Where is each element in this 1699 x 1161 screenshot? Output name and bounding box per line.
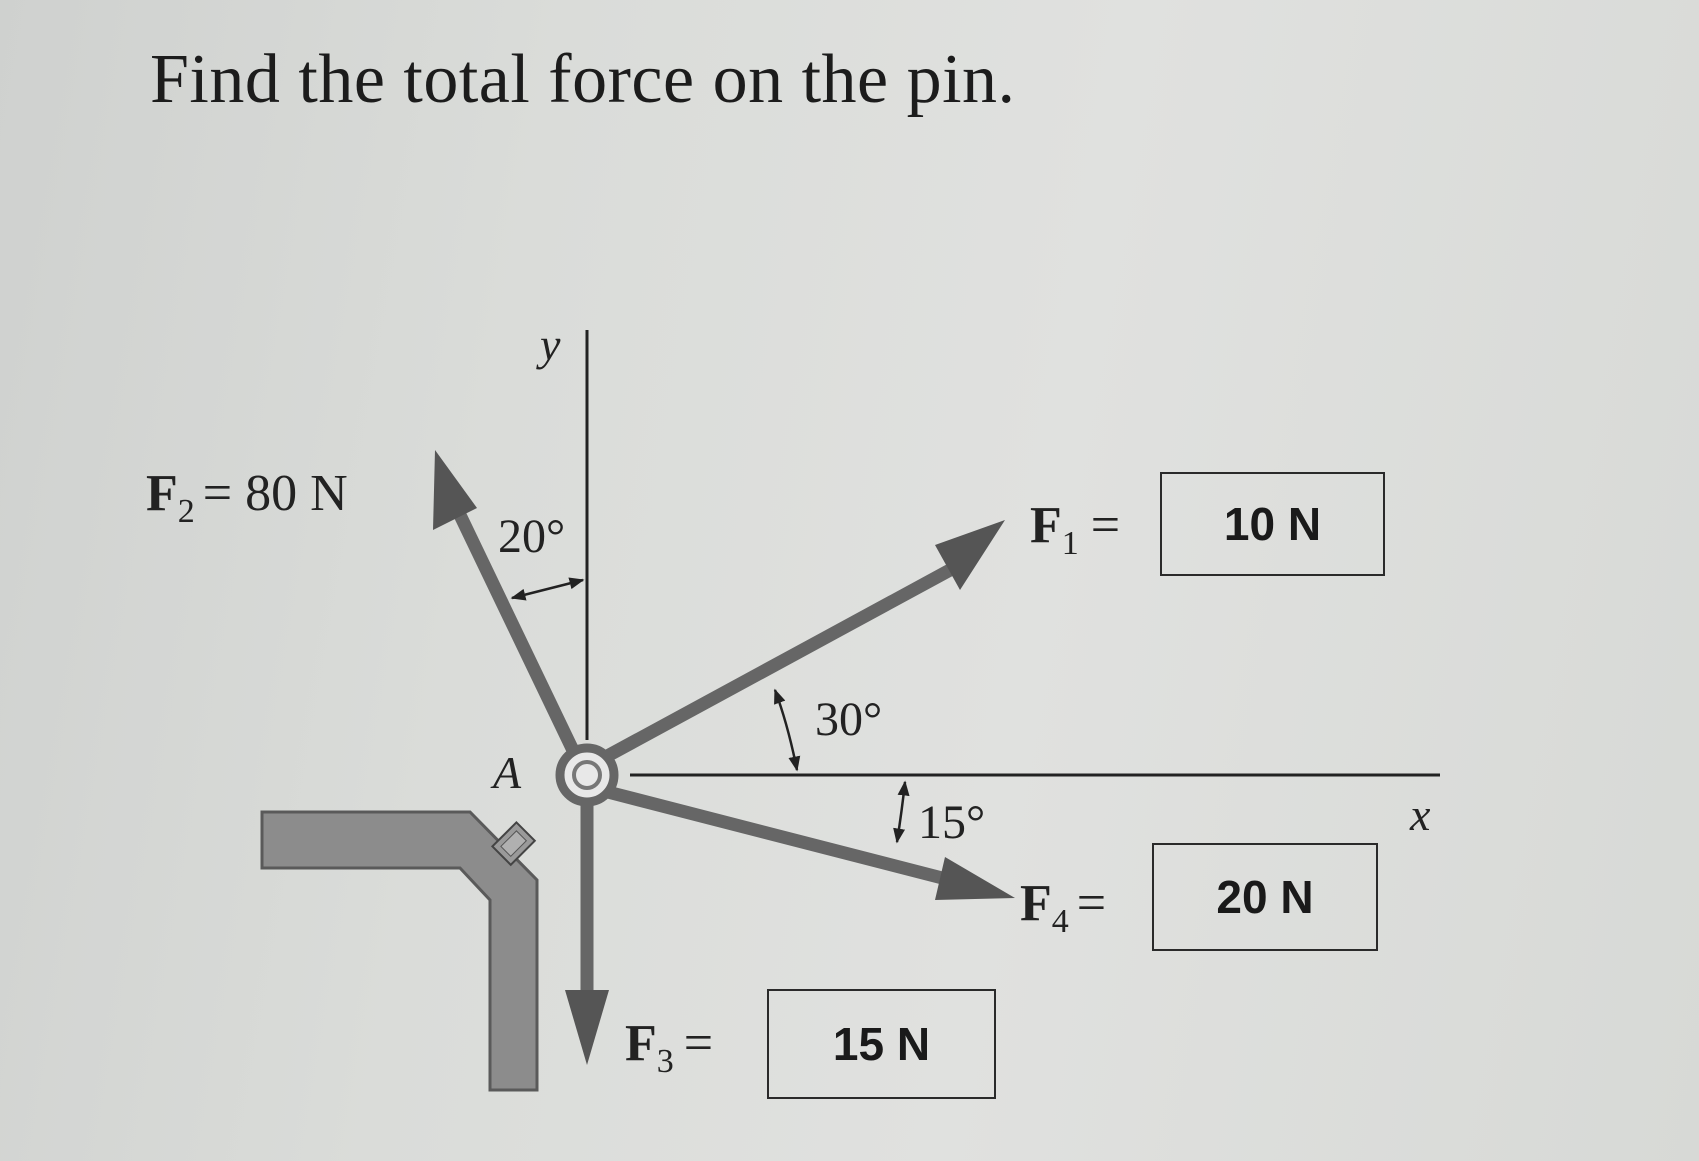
f3-answer-box: 15 N xyxy=(767,989,996,1099)
origin-label: A xyxy=(490,747,522,798)
f4-arrowhead xyxy=(935,857,1015,900)
pin xyxy=(555,743,619,807)
angle-30-indicator xyxy=(773,688,801,772)
f4-label: F4= xyxy=(1020,875,1106,940)
angle-30-label: 30° xyxy=(815,693,882,746)
f2-label: F2= 80 N xyxy=(146,465,348,530)
support-bracket xyxy=(260,810,539,1092)
question-title: Find the total force on the pin. xyxy=(150,41,1016,118)
x-axis-label: x xyxy=(1409,789,1431,840)
angle-20-label: 20° xyxy=(498,510,565,563)
f1-answer-box: 10 N xyxy=(1160,472,1385,576)
y-axis-label: y xyxy=(536,319,561,370)
f4-answer-box: 20 N xyxy=(1152,843,1378,951)
f1-arrowhead xyxy=(935,520,1005,590)
f1-arrow xyxy=(596,564,954,766)
bolt xyxy=(490,820,537,867)
f2-arrow xyxy=(454,512,586,768)
f3-arrowhead xyxy=(565,990,609,1065)
angle-15-label: 15° xyxy=(918,796,985,849)
angle-15-indicator xyxy=(893,780,910,844)
f1-label: F1= xyxy=(1030,497,1120,562)
f2-arrowhead xyxy=(433,450,477,530)
f4-arrow xyxy=(598,783,952,887)
f3-label: F3= xyxy=(625,1015,713,1080)
angle-20-indicator xyxy=(510,577,585,601)
